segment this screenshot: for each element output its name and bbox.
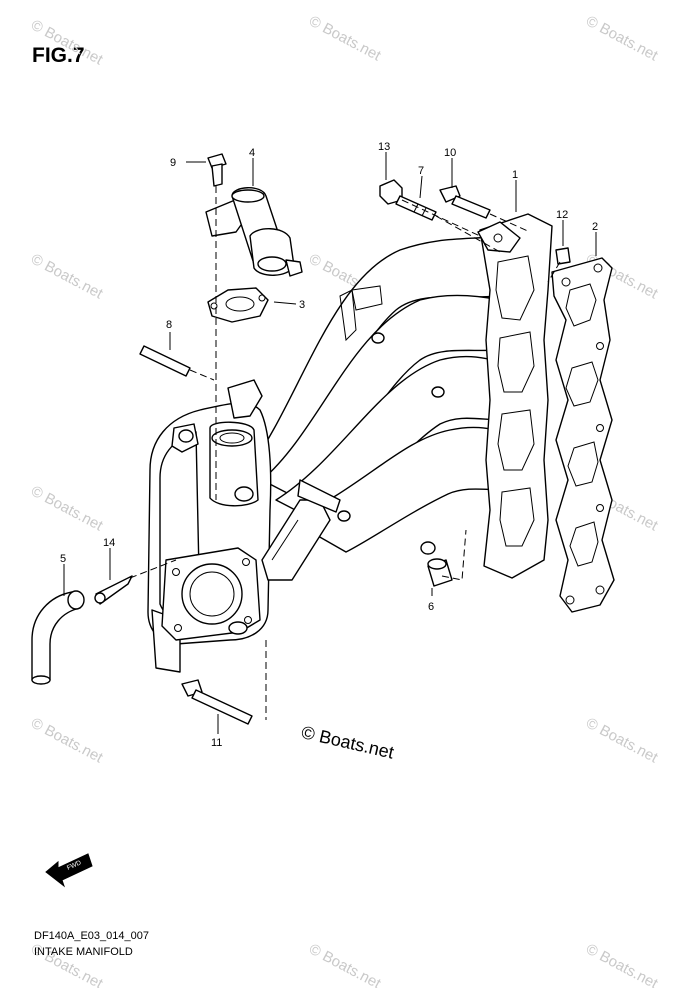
mounting-bracket — [261, 479, 341, 581]
watermark: © Boats.net — [306, 13, 384, 65]
watermark: © Boats.net — [28, 251, 106, 303]
watermark: © Boats.net — [28, 17, 106, 69]
hose-5 — [31, 590, 85, 685]
callout-12: 12 — [556, 209, 568, 221]
intake-runners — [247, 235, 507, 555]
iac-valve — [205, 187, 303, 277]
callouts: 1 2 3 4 5 6 7 8 9 10 11 12 13 14 — [60, 141, 598, 749]
diagram-code: DF140A_E03_014_007 — [34, 930, 149, 942]
callout-4: 4 — [249, 147, 255, 159]
callout-6: 6 — [428, 601, 434, 613]
sleeve-6 — [427, 558, 453, 587]
bolt-9 — [207, 153, 227, 187]
watermark: © Boats.net — [28, 483, 106, 535]
throttle-body — [161, 547, 261, 641]
callout-8: 8 — [166, 319, 172, 331]
callout-10: 10 — [444, 147, 456, 159]
callout-5: 5 — [60, 553, 66, 565]
callout-7: 7 — [418, 165, 424, 177]
callout-2: 2 — [592, 221, 598, 233]
stud-8 — [139, 345, 191, 377]
callout-13: 13 — [378, 141, 390, 153]
pin-12 — [555, 247, 571, 265]
leader-lines — [63, 152, 597, 734]
stud-7 — [395, 195, 437, 221]
clamp-14 — [94, 575, 133, 605]
manifold-flange — [477, 213, 553, 579]
fwd-arrow-icon: FWD — [45, 853, 93, 888]
watermark: © Boats.net — [583, 941, 661, 988]
watermark: © Boats.net — [583, 13, 661, 65]
callout-14: 14 — [103, 537, 115, 549]
callout-9: 9 — [170, 157, 176, 169]
callout-1: 1 — [512, 169, 518, 181]
assembly-lines — [129, 186, 561, 720]
diagram-caption: INTAKE MANIFOLD — [34, 946, 133, 958]
watermark: © Boats.net — [28, 715, 106, 767]
watermark: © Boats.net — [306, 941, 384, 988]
bolt-10 — [439, 185, 491, 219]
manifold-gasket — [551, 257, 615, 613]
bolt-11 — [181, 679, 253, 725]
figure-label: FIG.7 — [32, 44, 85, 67]
callout-3: 3 — [299, 299, 305, 311]
watermark: © Boats.net — [583, 715, 661, 767]
callout-11: 11 — [211, 737, 222, 749]
iac-gasket — [207, 287, 269, 323]
